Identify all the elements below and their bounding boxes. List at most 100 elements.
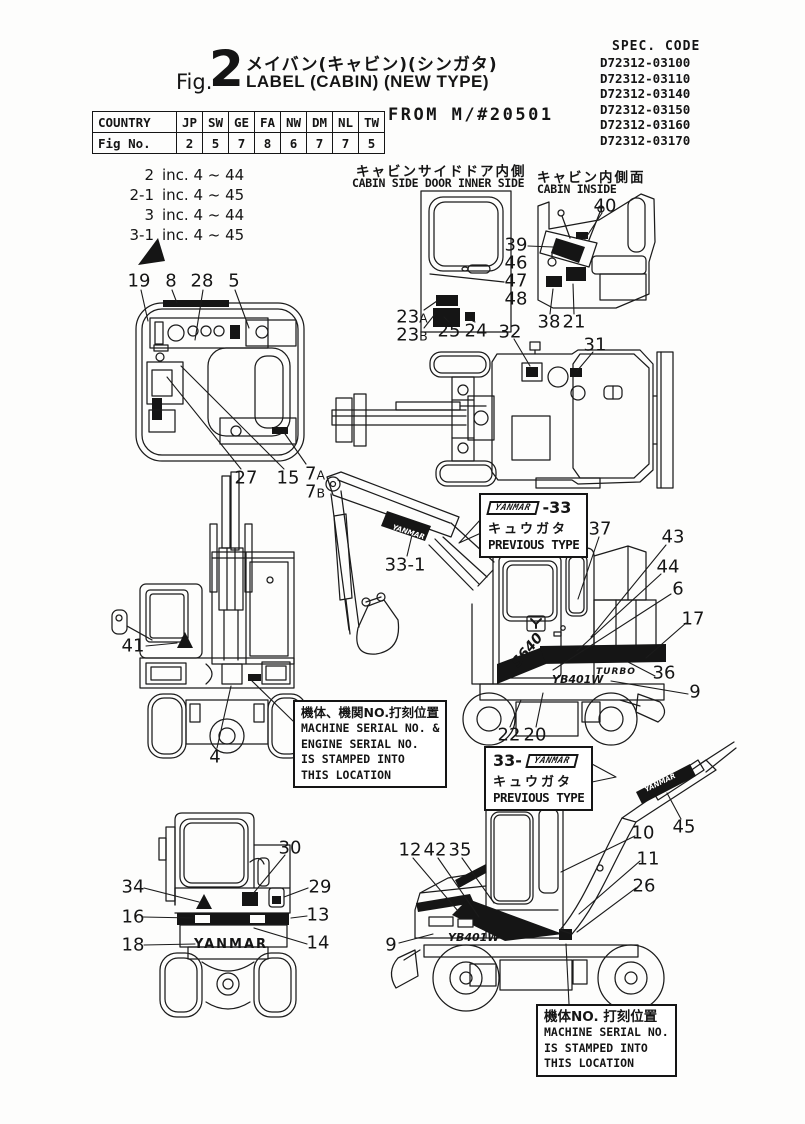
- previous-type-box-2: 33- YANMAR キュウガタ PREVIOUS TYPE: [484, 746, 594, 811]
- page-title-english: LABEL (CABIN) (NEW TYPE): [246, 72, 490, 91]
- boom-drawing: [325, 471, 495, 655]
- callout-7a: 7A: [304, 463, 326, 485]
- serial-note-line: IS STAMPED INTO: [544, 1040, 648, 1055]
- table-cell: 7: [306, 132, 333, 154]
- callout-22: 22: [497, 724, 521, 746]
- callout-18: 18: [121, 934, 145, 956]
- table-cell: JP: [176, 111, 203, 133]
- callout-9: 9: [385, 934, 397, 956]
- callout-12: 12: [398, 839, 422, 861]
- front-view-drawing: [111, 471, 307, 759]
- spec-code: D72312-03150: [600, 101, 691, 117]
- previous-type-en: PREVIOUS TYPE: [493, 790, 585, 805]
- serial-note-jp: 機体NO. 打刻位置: [544, 1009, 658, 1025]
- rear-brand-text: YANMAR: [193, 937, 268, 952]
- spec-code: D72312-03160: [600, 117, 691, 133]
- inclusion-note: 3-1 inc. 4 ~ 45: [112, 225, 245, 245]
- table-cell: TW: [358, 111, 385, 133]
- callout-35: 35: [448, 839, 472, 861]
- note-item: 3-1: [129, 226, 155, 244]
- callout-7b: 7B: [304, 481, 326, 503]
- previous-type-jp: キュウガタ: [488, 522, 569, 537]
- table-cell: 6: [280, 132, 307, 154]
- callout-47: 47: [504, 270, 528, 292]
- table-cell: NL: [332, 111, 359, 133]
- cabin-door-drawing: [420, 190, 512, 333]
- note-range: inc. 4 ~ 45: [162, 186, 245, 204]
- spec-code: D72312-03170: [600, 132, 691, 148]
- callout-26: 26: [632, 875, 656, 897]
- callout-16: 16: [121, 906, 145, 928]
- figure-number: 2: [209, 40, 244, 98]
- pointer-arrow-icon: [138, 238, 165, 265]
- table-cell: 5: [202, 132, 229, 154]
- serial-note-box-1: 機体、機関NO.打刻位置 MACHINE SERIAL NO. & ENGINE…: [293, 700, 448, 788]
- cabin-top-view-drawing: [135, 300, 305, 462]
- callout-43: 43: [661, 526, 685, 548]
- callout-9: 9: [689, 681, 701, 703]
- callout-5: 5: [228, 270, 240, 292]
- table-cell: DM: [306, 111, 333, 133]
- callout-10: 10: [631, 822, 655, 844]
- turbo-decal-text: TURBO: [596, 667, 636, 677]
- callout-29: 29: [308, 876, 332, 898]
- callout-30: 30: [278, 837, 302, 859]
- callout-33-1: 33-1: [384, 554, 426, 576]
- callout-28: 28: [190, 270, 214, 292]
- callout-23a: 23A: [396, 306, 428, 328]
- callout-8: 8: [165, 270, 177, 292]
- callout-34: 34: [121, 876, 145, 898]
- table-cell: 8: [254, 132, 281, 154]
- table-cell: FA: [254, 111, 281, 133]
- inside-section-label-en: CABIN INSIDE: [537, 182, 617, 196]
- table-cell: GE: [228, 111, 255, 133]
- door-section-label-jp: キャビンサイドドア内側: [356, 164, 527, 180]
- table-row-fig-no: Fig No. 2 5 7 8 6 7 7 5: [92, 132, 385, 154]
- callout-17: 17: [681, 608, 705, 630]
- spec-code-title: SPEC. CODE: [612, 39, 701, 54]
- spec-code: D72312-03110: [600, 70, 691, 86]
- callout-40: 40: [593, 195, 617, 217]
- callout-44: 44: [656, 556, 680, 578]
- figure-label: Fig.: [176, 70, 213, 94]
- callout-37: 37: [588, 518, 612, 540]
- callout-48: 48: [504, 288, 528, 310]
- callout-46: 46: [504, 252, 528, 274]
- yanmar-logo: YANMAR: [486, 500, 540, 515]
- table-row-country: COUNTRY JP SW GE FA NW DM NL TW: [92, 111, 385, 133]
- callout-20: 20: [523, 724, 547, 746]
- callout-42: 42: [423, 839, 447, 861]
- note-item: 3: [144, 206, 154, 224]
- callout-31: 31: [583, 334, 607, 356]
- leader-lines: [140, 212, 689, 1005]
- callout-36: 36: [652, 662, 676, 684]
- note-range: inc. 4 ~ 44: [162, 206, 245, 224]
- model-decal-text: YB401W: [552, 673, 604, 686]
- callout-38: 38: [537, 311, 561, 333]
- callout-39: 39: [504, 234, 528, 256]
- top-view-drawing: [331, 341, 674, 489]
- inclusion-note: 3 inc. 4 ~ 44: [112, 205, 244, 225]
- callout-23b: 23B: [396, 324, 428, 346]
- note-range: inc. 4 ~ 45: [162, 226, 245, 244]
- inclusion-note: 2-1 inc. 4 ~ 45: [112, 185, 245, 205]
- spec-code-list: D72312-03100 D72312-03110 D72312-03140 D…: [600, 55, 690, 149]
- table-cell: 5: [358, 132, 385, 154]
- previous-type-callout: 33-: [493, 751, 522, 770]
- inclusion-notes: 2 inc. 4 ~ 44 2-1 inc. 4 ~ 45 3 inc. 4 ~…: [112, 165, 245, 245]
- serial-note-box-2: 機体NO. 打刻位置 MACHINE SERIAL NO. IS STAMPED…: [536, 1004, 677, 1077]
- previous-type-jp: キュウガタ: [493, 775, 574, 790]
- callout-24: 24: [464, 320, 488, 342]
- callout-11: 11: [636, 848, 660, 870]
- callout-25: 25: [437, 320, 461, 342]
- rear-view-drawing: [158, 812, 297, 1018]
- previous-type-box-1: YANMAR -33 キュウガタ PREVIOUS TYPE: [479, 493, 589, 558]
- table-cell: SW: [202, 111, 229, 133]
- table-cell: 7: [332, 132, 359, 154]
- callout-45: 45: [672, 816, 696, 838]
- note-item: 2-1: [129, 186, 155, 204]
- serial-note-line: MACHINE SERIAL NO.: [544, 1025, 669, 1039]
- callout-32: 32: [498, 321, 522, 343]
- inside-section-label-jp: キャビン内側面: [537, 170, 646, 186]
